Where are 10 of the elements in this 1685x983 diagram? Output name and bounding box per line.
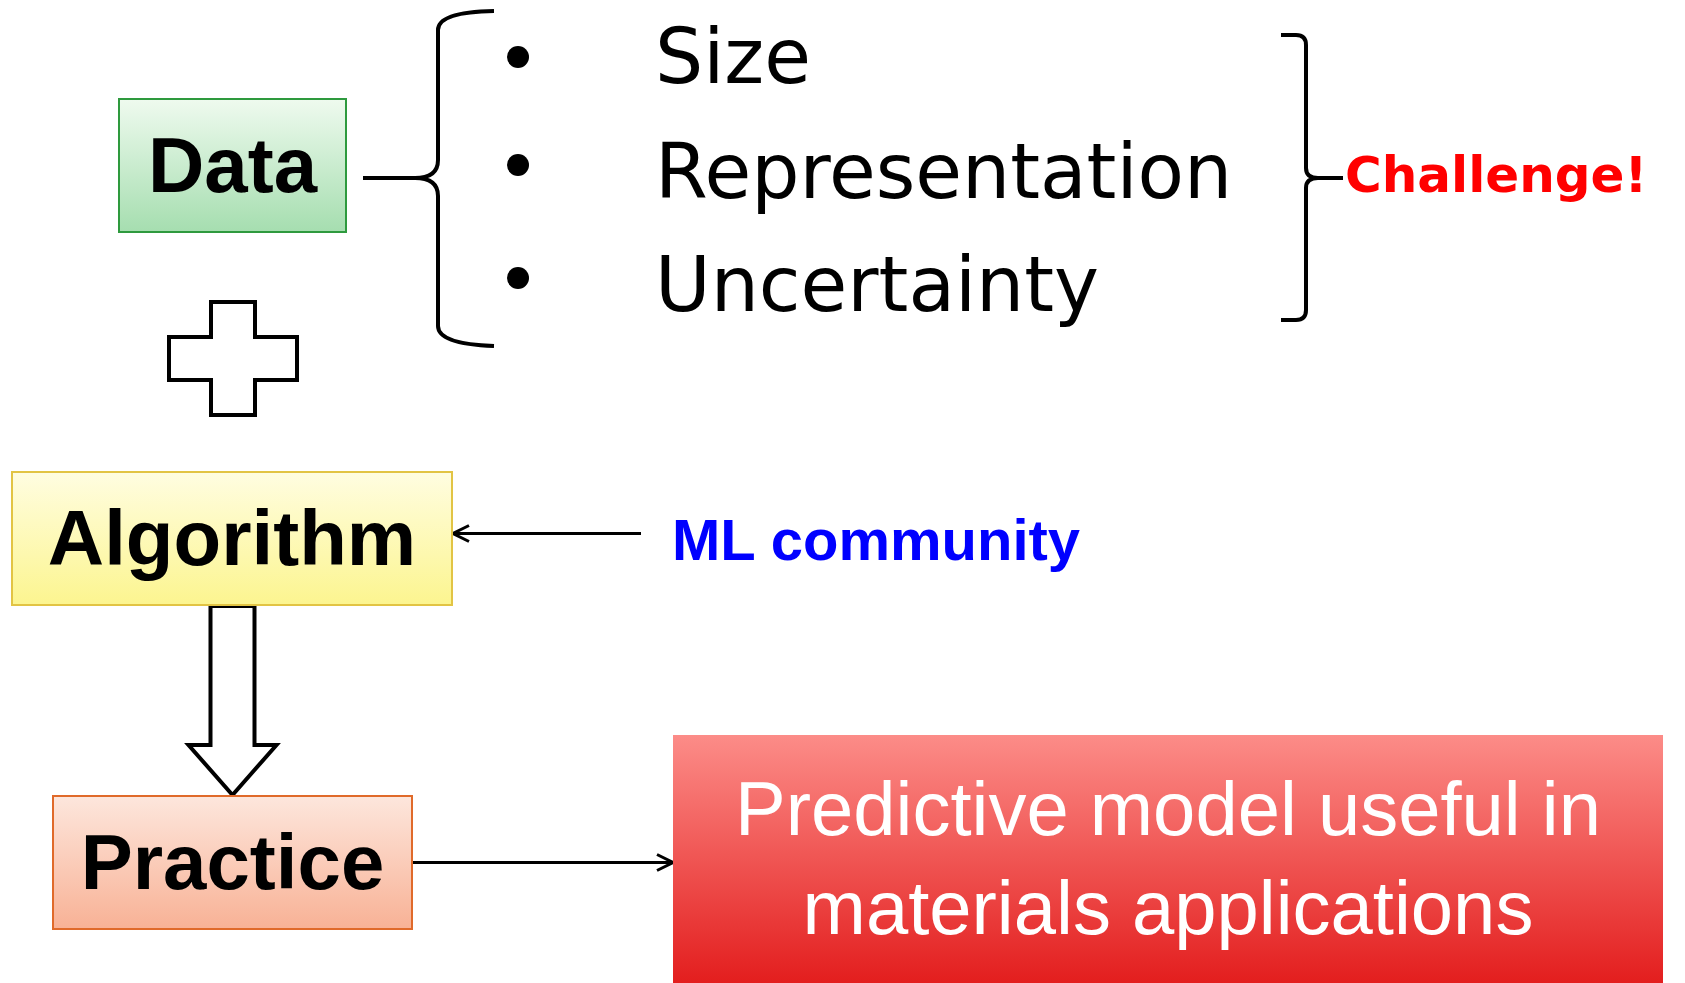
result-box: Predictive model useful in materials applications: [673, 735, 1663, 983]
process-box: Algorithm: [11, 471, 453, 606]
source-text: ML community: [641, 505, 1111, 575]
arrow: [413, 853, 675, 872]
challenge-note: Challenge!: [1345, 146, 1648, 204]
list-item: Size: [655, 12, 811, 101]
list-item: Representation: [655, 127, 1233, 216]
list-item: Uncertainty: [655, 240, 1099, 329]
data-box: Data: [118, 98, 347, 233]
process-box: Practice: [52, 795, 413, 930]
